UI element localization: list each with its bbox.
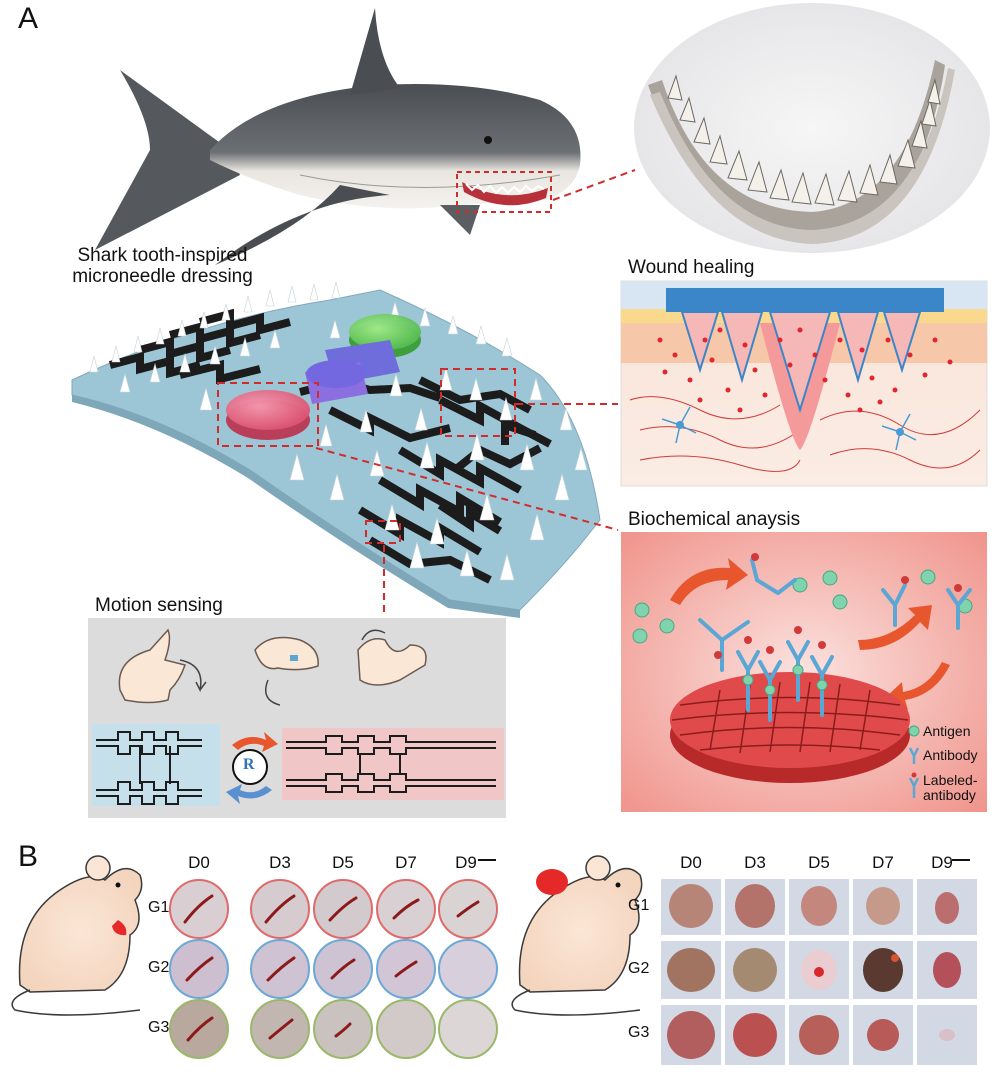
- legend-antigen: Antigen: [923, 723, 971, 739]
- wound-healing-panel: [620, 280, 988, 487]
- panel-letter-a: A: [18, 2, 39, 35]
- finger-gesture-icon: [118, 628, 186, 704]
- legend-labeled-line2: antibody: [923, 787, 976, 804]
- left-col-header-d7: D7: [395, 853, 417, 872]
- legend-labeled-line1: Labeled-: [923, 772, 978, 788]
- antigen-legend-icon: [908, 725, 920, 737]
- motion-sensing-label: Motion sensing: [95, 595, 223, 616]
- dressing-label-line2: microneedle dressing: [72, 265, 253, 287]
- microneedle-dressing: [71, 281, 601, 618]
- panel-letter-b: B: [18, 840, 39, 873]
- mouth-callout-box: [456, 171, 552, 213]
- right-col-header-d7: D7: [872, 853, 894, 872]
- legend-antibody: Antibody: [923, 747, 978, 763]
- square-wound-photos: [659, 877, 979, 1067]
- right-col-header-d5: D5: [808, 853, 830, 872]
- dressing-callouts: [217, 368, 619, 615]
- circular-wound-photos: [169, 879, 498, 1059]
- right-row-header-g3: G3: [628, 1024, 650, 1041]
- labeled-antibody-legend-icon: [908, 777, 920, 798]
- dressing-label: Shark tooth-inspired microneedle dressin…: [70, 245, 255, 288]
- mouse-illustration-right: [511, 855, 643, 1016]
- right-col-header-d0: D0: [680, 853, 702, 872]
- resistance-label: R: [243, 756, 255, 773]
- shark-jaw-closeup: [634, 3, 990, 253]
- dressing-label-line1: Shark tooth-inspired: [77, 245, 248, 266]
- detection-substrate: [670, 672, 910, 783]
- left-col-header-d9: D9: [455, 853, 477, 872]
- left-col-header-d0: D0: [188, 853, 210, 872]
- left-row-header-g1: G1: [148, 899, 170, 916]
- mouth-callout-line: [552, 169, 636, 201]
- left-col-header-d5: D5: [332, 853, 354, 872]
- right-col-header-d9: D9: [931, 853, 953, 872]
- motion-sensing-panel: [88, 618, 506, 818]
- elbow-gesture-icon: [357, 638, 427, 686]
- dressing-wells: [226, 314, 421, 440]
- wound-healing-label: Wound healing: [628, 257, 755, 278]
- resistance-icon: [232, 749, 268, 785]
- right-col-header-d3: D3: [744, 853, 766, 872]
- right-row-header-g1: G1: [628, 897, 650, 914]
- left-col-header-d3: D3: [269, 853, 291, 872]
- wrist-gesture-icon: [254, 636, 319, 671]
- left-row-header-g3: G3: [148, 1019, 170, 1036]
- biochemical-label: Biochemical anaysis: [628, 509, 801, 530]
- mouse-illustration-left: [11, 855, 143, 1016]
- biochemical-panel: [621, 532, 987, 812]
- antibody-legend-icon: [908, 747, 920, 764]
- legend-labeled-antibody: Labeled- antibody: [923, 772, 978, 804]
- left-row-header-g2: G2: [148, 959, 170, 976]
- right-row-header-g2: G2: [628, 960, 650, 977]
- shark-illustration: [95, 8, 581, 265]
